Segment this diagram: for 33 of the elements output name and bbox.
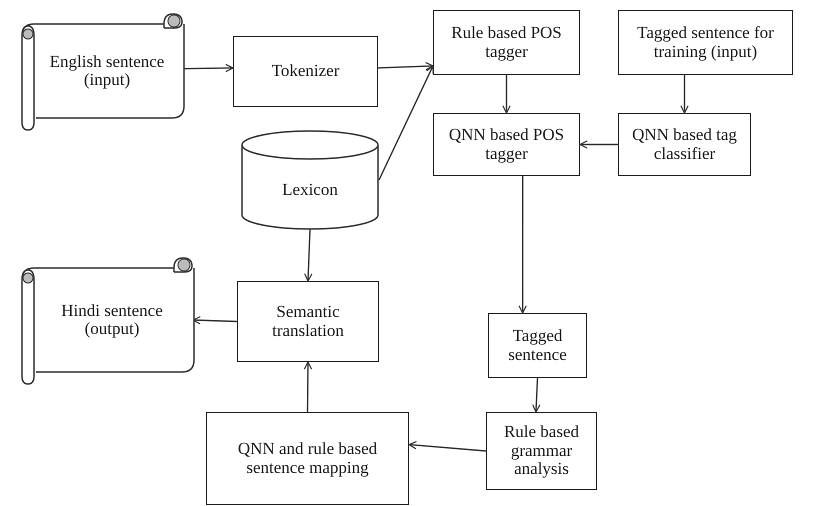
node-label: Tagged sentence: [507, 327, 568, 364]
process-box: [206, 412, 409, 505]
arrow: [579, 140, 618, 149]
node-label: QNN based POS tagger: [448, 126, 566, 163]
arrow: [192, 316, 238, 324]
node-label: English sentence (input): [48, 52, 166, 90]
arrow: [378, 62, 434, 70]
node-label: Tagged sentence for training (input): [636, 24, 775, 61]
process-box: [433, 10, 580, 75]
arrow: [518, 176, 527, 314]
process-box: [618, 113, 751, 176]
node-label: Rule based POS tagger: [450, 24, 563, 61]
process-box: [618, 10, 793, 75]
arrow: [408, 440, 486, 452]
process-box: [486, 412, 597, 490]
node-label: QNN and rule based sentence mapping: [236, 440, 378, 477]
node-label: Lexicon: [282, 178, 338, 200]
node-label: Semantic translation: [271, 303, 345, 340]
arrow: [680, 75, 689, 114]
node-label: QNN based tag classifier: [631, 126, 738, 163]
arrow: [532, 378, 540, 413]
node-label: Hindi sentence (output): [60, 302, 164, 338]
arrow: [378, 65, 434, 180]
arrow: [502, 75, 511, 114]
node-label: Tokenizer: [270, 62, 340, 81]
process-box: [488, 313, 587, 378]
arrow: [304, 228, 312, 282]
arrow: [183, 64, 234, 72]
process-box: [433, 113, 580, 176]
process-box: [233, 36, 378, 107]
node-label: Rule based grammar analysis: [502, 423, 580, 479]
arrow: [304, 361, 312, 412]
process-box: [237, 281, 379, 362]
